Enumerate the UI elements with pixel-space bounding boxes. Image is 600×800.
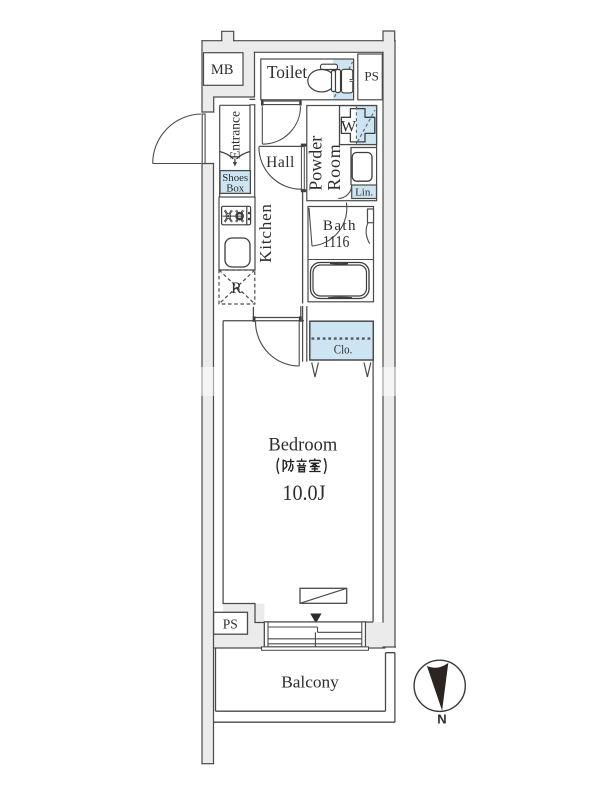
svg-text:Bath: Bath — [323, 218, 357, 234]
svg-text:Room: Room — [324, 143, 344, 190]
svg-text:Box: Box — [226, 183, 245, 195]
svg-text:Kitchen: Kitchen — [256, 203, 275, 262]
svg-text:PS: PS — [223, 616, 238, 631]
svg-text:R: R — [231, 280, 242, 297]
svg-text:Entrance: Entrance — [227, 111, 242, 159]
svg-text:Balcony: Balcony — [281, 673, 339, 692]
svg-text:Bedroom: Bedroom — [268, 436, 337, 456]
svg-text:PS: PS — [364, 69, 378, 84]
svg-text:W: W — [341, 119, 357, 136]
svg-text:1116: 1116 — [323, 232, 350, 251]
svg-text:MB: MB — [211, 62, 234, 78]
svg-text:Hall: Hall — [266, 154, 295, 171]
svg-text:Toilet: Toilet — [267, 62, 307, 82]
svg-text:Clo.: Clo. — [334, 343, 353, 357]
svg-text:Shoes: Shoes — [222, 172, 248, 184]
svg-text:Lin.: Lin. — [355, 186, 373, 198]
svg-text:N: N — [437, 712, 446, 727]
svg-text:10.0J: 10.0J — [282, 480, 325, 505]
svg-text:Powder: Powder — [305, 136, 325, 191]
